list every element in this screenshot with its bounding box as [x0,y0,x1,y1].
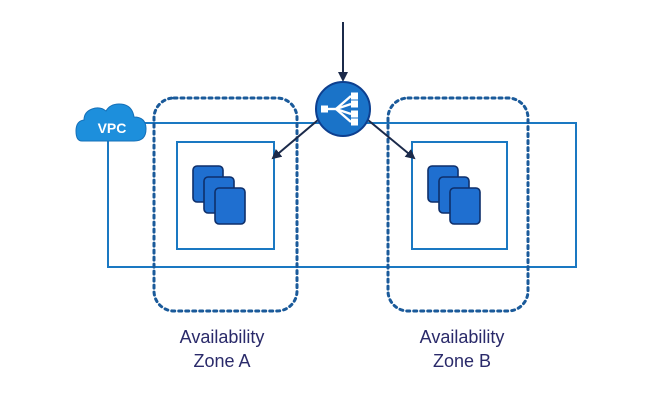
vpc-cloud-icon: VPC [75,103,147,142]
zone-a-label-line1: Availability [180,327,265,347]
availability-zone-a-boundary [152,96,299,313]
ec2-instances-icon [427,165,481,225]
arrow-to-zone-b [367,119,416,160]
ec2-instances-icon [192,165,246,225]
zone-a-label-line2: Zone A [193,351,250,371]
availability-zone-b-boundary [386,96,530,313]
zone-b-label-line1: Availability [420,327,505,347]
vpc-label: VPC [98,120,127,136]
load-balancer-icon [315,81,371,137]
zone-b-label-line2: Zone B [433,351,491,371]
arrow-to-zone-a [271,119,319,160]
